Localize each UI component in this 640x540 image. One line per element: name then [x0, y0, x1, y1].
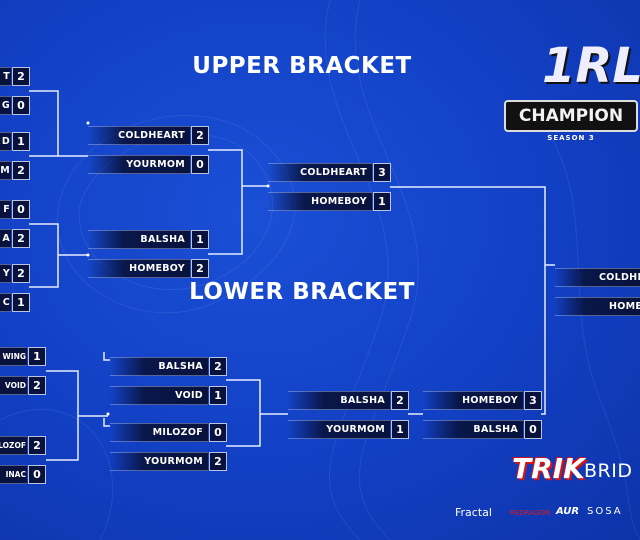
team-score: 0 — [12, 200, 30, 219]
championship-logo: 1RL CHAMPION SEASON 3 — [504, 38, 640, 156]
team-name: BALSHA — [423, 420, 523, 439]
team-name: A — [0, 229, 11, 248]
grand-final-slot: HOME — [555, 297, 640, 316]
logo-top-text: 1RL — [542, 38, 640, 94]
sponsor-trik-logo: TRIK — [512, 452, 585, 485]
team-score: 1 — [12, 132, 30, 151]
team-name: YOURMOM — [88, 155, 190, 174]
lower-bracket-title: LOWER BRACKET — [189, 279, 415, 305]
team-name: HOME — [555, 297, 640, 316]
team-name: Y — [0, 264, 11, 283]
team-score: 0 — [209, 423, 227, 442]
team-score: 1 — [191, 230, 209, 249]
team-name: T — [0, 67, 11, 86]
team-score: 2 — [12, 264, 30, 283]
team-score: 2 — [28, 376, 46, 395]
team-score: 0 — [12, 96, 30, 115]
team-score: 1 — [28, 347, 46, 366]
team-score: 2 — [391, 391, 409, 410]
team-score: 1 — [391, 420, 409, 439]
team-score: 1 — [209, 386, 227, 405]
team-name: LOZOF — [0, 436, 27, 455]
team-name: BALSHA — [110, 357, 208, 376]
team-name: BALSHA — [288, 391, 390, 410]
team-score: 0 — [524, 420, 542, 439]
team-name: COLDHEART — [88, 126, 190, 145]
team-name: BALSHA — [88, 230, 190, 249]
team-score: 2 — [12, 229, 30, 248]
team-score: 2 — [209, 357, 227, 376]
team-score: 2 — [191, 126, 209, 145]
logo-main-text: CHAMPION — [504, 100, 638, 132]
team-score: 2 — [28, 436, 46, 455]
team-score: 2 — [191, 259, 209, 278]
team-name: WING — [0, 347, 27, 366]
team-score: 2 — [12, 67, 30, 86]
team-name: HOMEBOY — [423, 391, 523, 410]
team-score: 0 — [191, 155, 209, 174]
team-name: COLDHE — [555, 268, 640, 287]
team-score: 3 — [524, 391, 542, 410]
sponsor-brid-logo: BRID — [584, 460, 633, 482]
team-name: M — [0, 161, 11, 180]
team-name: YOURMOM — [288, 420, 390, 439]
logo-season-text: SEASON 3 — [547, 134, 595, 142]
team-name: MILOZOF — [110, 423, 208, 442]
team-score: 1 — [12, 293, 30, 312]
team-name: COLDHEART — [268, 163, 372, 182]
team-score: 2 — [209, 452, 227, 471]
team-name: F — [0, 200, 11, 219]
sponsor-redragon-logo: REDRAGON — [510, 509, 551, 517]
team-name: C — [0, 293, 11, 312]
team-score: 2 — [12, 161, 30, 180]
team-name: VOID — [0, 376, 27, 395]
team-name: INAC — [0, 465, 27, 484]
team-name: D — [0, 132, 11, 151]
upper-bracket-title: UPPER BRACKET — [192, 53, 412, 79]
team-score: 0 — [28, 465, 46, 484]
sponsor-aur-logo: AUR — [556, 506, 580, 517]
team-name: HOMEBOY — [88, 259, 190, 278]
team-score: 3 — [373, 163, 391, 182]
team-name: VOID — [110, 386, 208, 405]
team-name: YOURMOM — [110, 452, 208, 471]
sponsor-sosa-logo: SOSA — [587, 506, 623, 517]
team-name: HOMEBOY — [268, 192, 372, 211]
sponsor-fractal-logo: Fractal — [455, 506, 492, 519]
team-score: 1 — [373, 192, 391, 211]
team-name: G — [0, 96, 11, 115]
grand-final-slot: COLDHE — [555, 268, 640, 287]
